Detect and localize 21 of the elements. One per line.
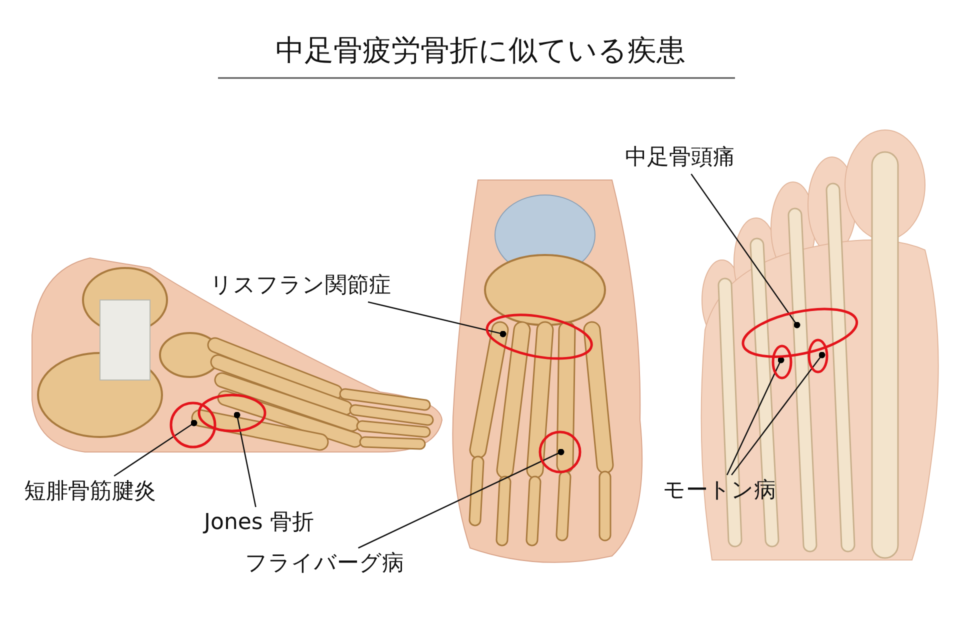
- leader-line: [690, 174, 800, 328]
- highlight-ring: [741, 307, 859, 359]
- callout-label: モートン病: [663, 478, 776, 504]
- callout-label: Jones 骨折: [204, 510, 314, 536]
- callout-label: リスフラン関節症: [210, 273, 391, 299]
- highlight-ring: [169, 401, 217, 449]
- highlight-ring: [538, 430, 582, 474]
- highlight-ring: [484, 313, 594, 361]
- leader-line: [114, 420, 198, 477]
- leader-line: [234, 412, 256, 508]
- leader-line: [368, 301, 506, 338]
- highlight-ring: [197, 393, 267, 433]
- leader-line: [358, 448, 564, 549]
- callout-label: フライバーグ病: [245, 551, 404, 577]
- callout-label: 中足骨頭痛: [625, 145, 735, 171]
- callout-label: 短腓骨筋腱炎: [24, 479, 156, 505]
- highlight-ring: [807, 338, 829, 374]
- title: 中足骨疲労骨折に似ている疾患: [276, 32, 686, 68]
- highlight-ring: [771, 344, 793, 380]
- leader-line: [726, 356, 784, 476]
- leader-line: [731, 352, 826, 476]
